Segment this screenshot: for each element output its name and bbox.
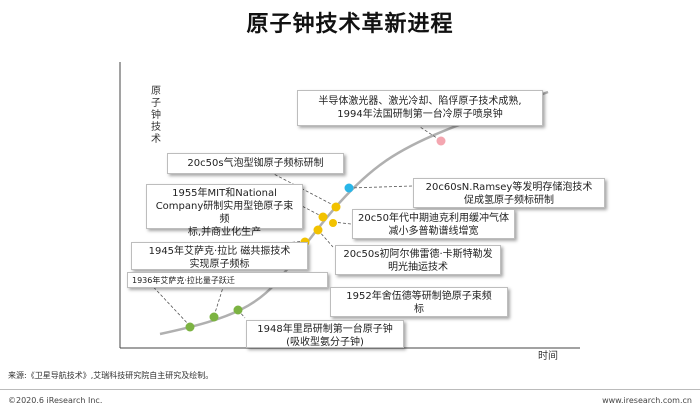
connector-line [299, 204, 324, 218]
connector-line [317, 229, 334, 248]
footer-website: www.iresearch.com.cn [602, 396, 692, 405]
event-box-1994: 半导体激光器、激光冷却、陷俘原子技术成熟, 1994年法国研制第一台冷原子喷泉钟 [297, 90, 543, 126]
connector-line [419, 126, 441, 141]
footer-copyright: ©2020.6 iResearch Inc. [8, 396, 103, 405]
event-box-rubidium: 20c50s气泡型铷原子频标研制 [167, 153, 344, 174]
event-box-1955: 1955年MIT和National Company研制实用型铯原子束频 标,并商… [146, 184, 303, 238]
event-dot-optical-pumping [313, 225, 323, 235]
event-box-buffer-gas: 20c50年代中期迪克利用缓冲气体 减小多普勒谱线增宽 [352, 209, 515, 239]
connector-line [144, 277, 191, 327]
page-title: 原子钟技术革新进程 [246, 12, 454, 37]
source-note: 来源:《卫星导航技术》,艾瑞科技研究院自主研究及绘制。 [8, 371, 214, 380]
connector-line [332, 221, 352, 225]
event-dot-hydrogen [344, 183, 354, 193]
footer-divider [0, 389, 700, 390]
connector-line [213, 277, 227, 317]
event-box-1945: 1945年艾萨克·拉比 磁共振技术 实现原子频标 [131, 242, 308, 270]
connector-line [257, 240, 306, 247]
event-dot-1952 [233, 305, 243, 315]
event-dot-buffer-gas [329, 219, 337, 227]
event-dot-1955 [318, 212, 328, 222]
event-box-optical-pumping: 20c50s初阿尔佛雷德·卡斯特勒发 明光抽运技术 [335, 245, 501, 275]
event-box-1952: 1952年舍伍德等研制铯原子束频 标 [330, 287, 508, 317]
event-box-hydrogen: 20c60sN.Ramsey等发明存储泡技术 促成氢原子频标研制 [413, 178, 605, 208]
event-dot-1948 [209, 312, 219, 322]
event-dot-1994 [436, 136, 446, 146]
y-axis-label: 原子钟技术 [151, 86, 161, 145]
event-box-1948: 1948年里昂研制第一台原子钟 (吸收型氨分子钟) [246, 320, 404, 348]
x-axis-label: 时间 [538, 351, 558, 362]
event-dot-rubidium [331, 202, 341, 212]
event-dot-1936 [185, 322, 195, 332]
event-box-1936: 1936年艾萨克·拉比量子跃迁 [127, 272, 328, 288]
connector-line [348, 185, 413, 189]
